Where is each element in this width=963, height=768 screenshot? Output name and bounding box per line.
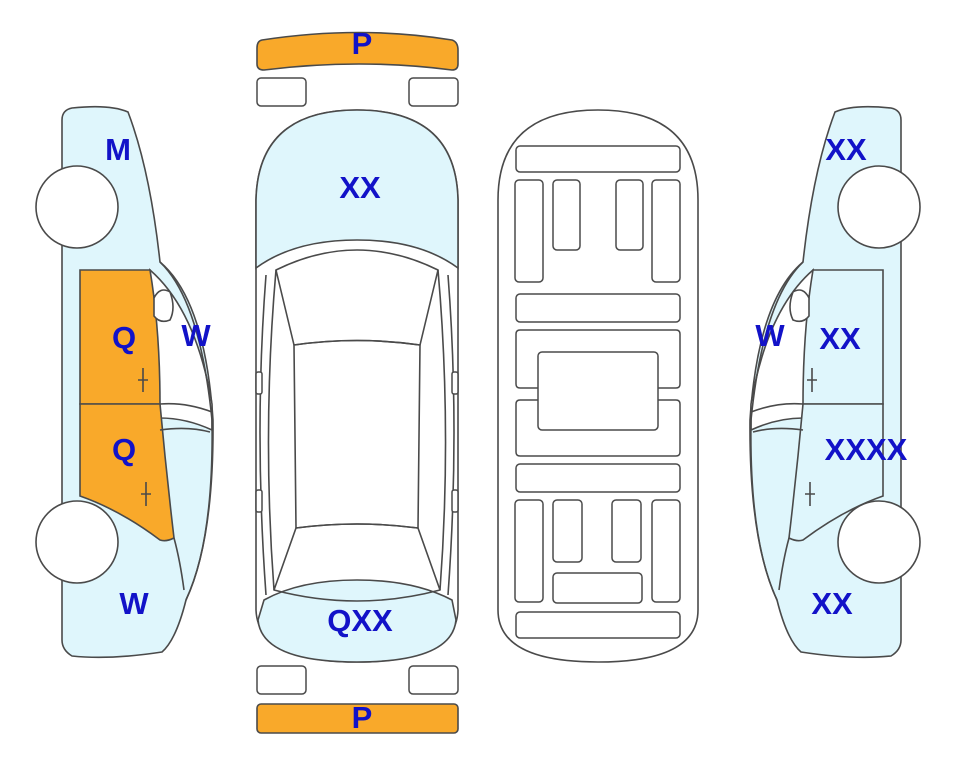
rear-right-light	[408, 665, 459, 695]
front-bumper-label: P	[352, 26, 373, 61]
underside-rear-left-rail	[514, 499, 544, 603]
underside-rear-right-rail	[651, 499, 681, 603]
right-rear-wheel	[837, 500, 921, 584]
right-side-trim	[750, 261, 804, 601]
underside-front-bar	[515, 145, 681, 173]
underside-cross-bar-2	[515, 463, 681, 493]
underside-center-plate	[537, 351, 659, 431]
right-side-view: XX W XX XXXX XX	[749, 105, 921, 659]
right-front-wheel	[837, 165, 921, 249]
right-rear-door-panel[interactable]	[788, 403, 884, 542]
left-side-trim-2	[173, 537, 185, 591]
trunk-label: QXX	[327, 603, 393, 638]
underside-rear-right-inner	[611, 499, 642, 563]
underside-front-right-rail	[651, 179, 681, 283]
right-side-line	[437, 269, 447, 591]
right-front-door-label: XX	[819, 321, 861, 356]
left-rear-door-label: Q	[112, 432, 136, 467]
front-bumper-panel[interactable]	[256, 31, 459, 71]
rear-bumper-panel[interactable]	[256, 703, 459, 734]
right-rear-door-label: XXXX	[825, 432, 908, 467]
left-front-fender-label: M	[105, 132, 131, 167]
left-side-view: M Q W Q W	[35, 105, 214, 659]
left-lower-line	[159, 427, 211, 433]
left-rear-wheel	[35, 500, 119, 584]
hood-label: XX	[339, 170, 381, 205]
left-mirror-side	[153, 289, 174, 323]
right-pillar-label: W	[755, 318, 785, 353]
right-lower-line	[752, 427, 804, 433]
underside-front-right-inner	[615, 179, 644, 251]
right-side-trim-2	[778, 537, 790, 591]
right-rear-quarter-label: XX	[811, 586, 853, 621]
underside-cross-bar-1	[515, 293, 681, 323]
right-mirror	[451, 371, 459, 395]
underside-rear-bar	[515, 611, 681, 639]
left-side-trim	[159, 261, 213, 601]
underside-front-left-rail	[514, 179, 544, 283]
right-rear-handle	[805, 482, 815, 506]
left-rear-handle	[141, 482, 151, 506]
left-mirror	[255, 371, 263, 395]
left-side-line-2	[259, 274, 267, 596]
right-handle	[451, 489, 459, 513]
right-front-handle	[807, 368, 817, 392]
rear-bumper-label: P	[352, 700, 373, 735]
front-right-light	[408, 77, 459, 107]
right-side-line-2	[447, 274, 455, 596]
left-front-door-label: Q	[112, 320, 136, 355]
rear-window	[273, 523, 441, 602]
underside-view	[497, 109, 699, 663]
left-side-line	[267, 269, 277, 591]
trunk-panel[interactable]	[257, 579, 457, 663]
left-pillar-line	[159, 402, 213, 413]
underside-rear-plate	[552, 572, 643, 604]
rear-left-light	[256, 665, 307, 695]
top-view: P XX QXX P	[255, 26, 459, 735]
left-handle	[255, 489, 263, 513]
left-rear-quarter-label: W	[119, 586, 149, 621]
underside-front-left-inner	[552, 179, 581, 251]
right-front-fender-label: XX	[825, 132, 867, 167]
left-pillar-label: W	[181, 318, 211, 353]
right-pillar-line	[750, 402, 804, 413]
right-mirror-side	[789, 289, 810, 323]
hood-panel[interactable]	[255, 109, 459, 270]
left-front-wheel	[35, 165, 119, 249]
left-rear-door-panel[interactable]	[79, 403, 175, 542]
underside-rear-left-inner	[552, 499, 583, 563]
left-front-handle	[138, 368, 148, 392]
front-left-light	[256, 77, 307, 107]
